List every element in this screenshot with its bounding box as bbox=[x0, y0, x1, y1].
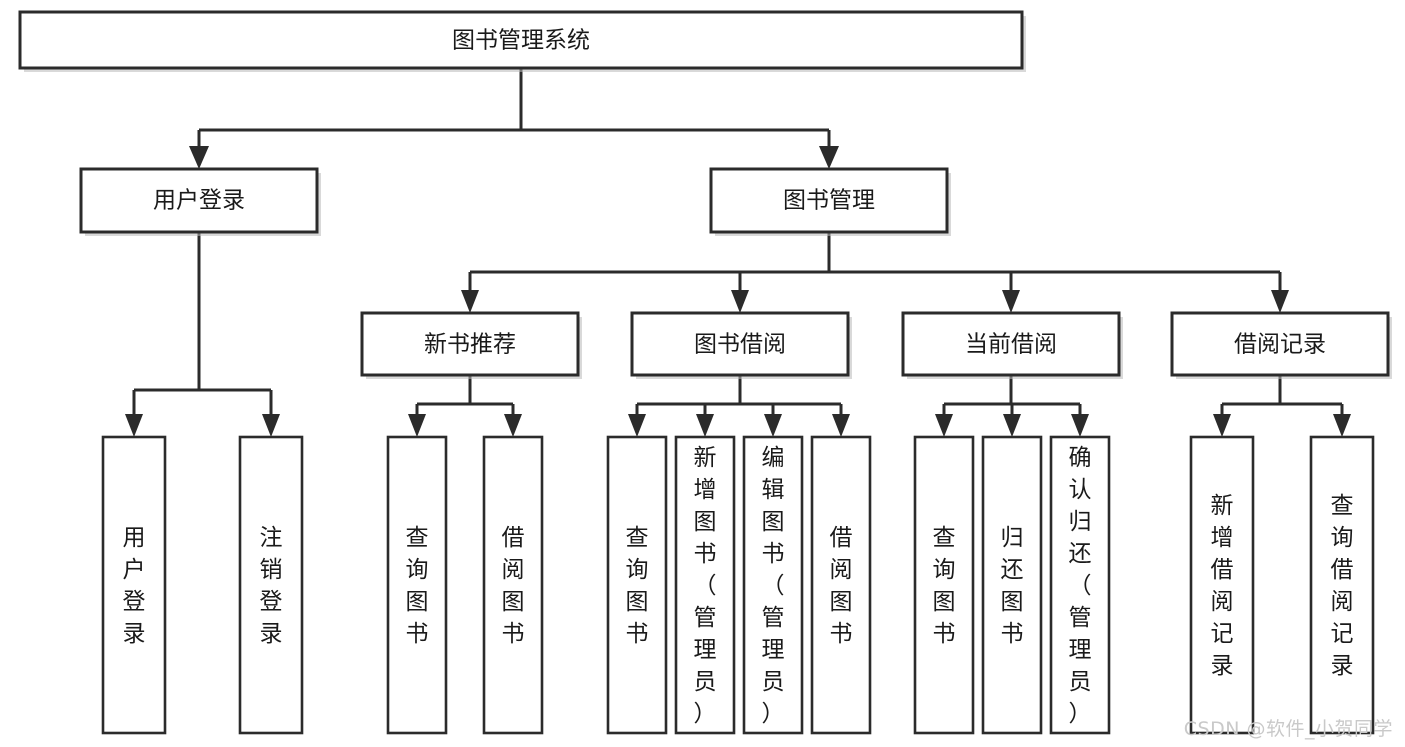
arrow-head-icon bbox=[1333, 414, 1351, 437]
node-rect bbox=[810, 435, 872, 735]
connector-new-book-recommend-children bbox=[408, 375, 522, 437]
node-rect bbox=[901, 311, 1121, 377]
node-label: 归还图书 bbox=[1001, 525, 1024, 647]
node-rect bbox=[1049, 435, 1111, 735]
node-label: 新增图书（管理员） bbox=[694, 445, 717, 727]
arrow-head-icon bbox=[1271, 290, 1289, 313]
node-rect bbox=[79, 167, 319, 234]
node-current-borrow[interactable]: 当前借阅 bbox=[901, 311, 1123, 379]
node-rect bbox=[1170, 311, 1390, 377]
arrow-head-icon bbox=[1071, 414, 1089, 437]
arrow-head-icon bbox=[262, 414, 280, 437]
arrow-head-icon bbox=[408, 414, 426, 437]
arrow-head-icon bbox=[1002, 290, 1020, 313]
node-label: 图书管理 bbox=[783, 188, 875, 214]
node-rect bbox=[386, 435, 448, 735]
node-label: 借阅图书 bbox=[502, 525, 525, 647]
node-new-book-recommend[interactable]: 新书推荐 bbox=[360, 311, 582, 379]
node-rect bbox=[238, 435, 304, 735]
node-user-login-logout[interactable]: 注销登录 bbox=[238, 435, 304, 735]
node-label: 借阅图书 bbox=[830, 525, 853, 647]
node-label: 查询图书 bbox=[933, 525, 956, 647]
arrow-head-icon bbox=[1213, 414, 1231, 437]
arrow-head-icon bbox=[461, 290, 479, 313]
connector-root-to-level2 bbox=[189, 68, 839, 169]
arrow-head-icon bbox=[125, 414, 143, 437]
connector-user-login-children bbox=[125, 232, 280, 437]
node-rect bbox=[360, 311, 580, 377]
node-borrow-borrow-book[interactable]: 借阅图书 bbox=[810, 435, 872, 735]
node-label: 当前借阅 bbox=[965, 332, 1057, 358]
node-rect bbox=[913, 435, 975, 735]
arrow-head-icon bbox=[1003, 414, 1021, 437]
csdn-watermark: CSDN @软件_小贺同学 bbox=[1183, 718, 1393, 740]
node-label: 新书推荐 bbox=[424, 332, 516, 358]
node-label: 确认归还（管理员） bbox=[1069, 445, 1092, 727]
node-book-borrow[interactable]: 图书借阅 bbox=[630, 311, 852, 379]
arrow-head-icon bbox=[819, 146, 839, 169]
connector-book-manage-children bbox=[461, 232, 1289, 313]
node-current-return-book[interactable]: 归还图书 bbox=[981, 435, 1043, 735]
connector-layer bbox=[125, 68, 1351, 437]
node-label: 编辑图书（管理员） bbox=[762, 445, 785, 727]
node-recommend-borrow-book[interactable]: 借阅图书 bbox=[482, 435, 544, 735]
node-recommend-query-book[interactable]: 查询图书 bbox=[386, 435, 448, 735]
connector-borrow-record-children bbox=[1213, 375, 1351, 437]
arrow-head-icon bbox=[731, 290, 749, 313]
connector-book-borrow-children bbox=[628, 375, 850, 437]
node-label: 用户登录 bbox=[123, 525, 146, 647]
node-current-confirm-return[interactable]: 确认归还（管理员） bbox=[1049, 435, 1111, 735]
node-rect bbox=[630, 311, 850, 377]
node-borrow-record[interactable]: 借阅记录 bbox=[1170, 311, 1392, 379]
node-label: 查询图书 bbox=[626, 525, 649, 647]
node-user-login[interactable]: 用户登录 bbox=[79, 167, 321, 236]
node-book-manage[interactable]: 图书管理 bbox=[709, 167, 951, 236]
node-rect bbox=[101, 435, 167, 735]
node-user-login-login[interactable]: 用户登录 bbox=[101, 435, 167, 735]
node-label: 用户登录 bbox=[153, 188, 245, 214]
arrow-head-icon bbox=[832, 414, 850, 437]
node-borrow-query-book[interactable]: 查询图书 bbox=[606, 435, 668, 735]
node-label: 查询借阅记录 bbox=[1331, 493, 1354, 679]
node-rect bbox=[1309, 435, 1375, 735]
node-record-query[interactable]: 查询借阅记录 bbox=[1309, 435, 1375, 735]
node-rect bbox=[674, 435, 736, 735]
node-rect bbox=[742, 435, 804, 735]
node-rect bbox=[709, 167, 949, 234]
node-rect bbox=[1189, 435, 1255, 735]
node-label: 注销登录 bbox=[260, 525, 283, 647]
node-borrow-add-book[interactable]: 新增图书（管理员） bbox=[674, 435, 736, 735]
arrow-head-icon bbox=[764, 414, 782, 437]
arrow-head-icon bbox=[504, 414, 522, 437]
node-borrow-edit-book[interactable]: 编辑图书（管理员） bbox=[742, 435, 804, 735]
node-label: 查询图书 bbox=[406, 525, 429, 647]
node-record-add[interactable]: 新增借阅记录 bbox=[1189, 435, 1255, 735]
node-rect bbox=[981, 435, 1043, 735]
node-rect bbox=[482, 435, 544, 735]
node-label: 新增借阅记录 bbox=[1211, 493, 1234, 679]
node-root[interactable]: 图书管理系统 bbox=[18, 10, 1026, 72]
node-rect bbox=[606, 435, 668, 735]
node-label: 图书借阅 bbox=[694, 332, 786, 358]
node-current-query-book[interactable]: 查询图书 bbox=[913, 435, 975, 735]
node-label: 借阅记录 bbox=[1234, 332, 1326, 358]
arrow-head-icon bbox=[935, 414, 953, 437]
arrow-head-icon bbox=[696, 414, 714, 437]
arrow-head-icon bbox=[628, 414, 646, 437]
node-rect bbox=[18, 10, 1024, 70]
arrow-head-icon bbox=[189, 146, 209, 169]
node-label: 图书管理系统 bbox=[452, 28, 590, 54]
connector-current-borrow-children bbox=[935, 375, 1089, 437]
